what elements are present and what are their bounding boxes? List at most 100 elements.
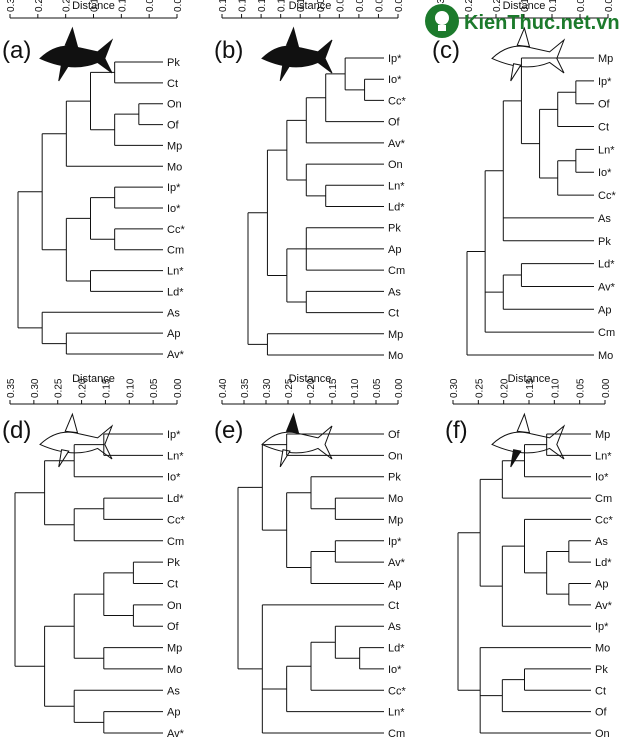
leaf-label: Ip* xyxy=(388,53,402,65)
panel-c: Distance0.300.250.200.150.100.050.00(c)M… xyxy=(432,0,616,362)
leaf-label: Pk xyxy=(167,557,180,569)
tick-label: 0.15 xyxy=(101,378,112,398)
leaf-label: Io* xyxy=(598,167,612,179)
leaf-label: Ld* xyxy=(167,493,184,505)
leaf-label: Ln* xyxy=(167,450,184,462)
tick-label: 0.20 xyxy=(492,0,503,12)
leaf-label: Ct xyxy=(388,308,399,320)
tick-label: 0.20 xyxy=(306,378,317,398)
tick-label: 0.10 xyxy=(296,0,307,12)
lightbulb-logo-icon xyxy=(425,4,459,38)
leaf-label: Mp xyxy=(167,643,182,655)
tick-label: 0.00 xyxy=(173,0,184,12)
leaf-label: Mp xyxy=(598,53,613,65)
tick-label: 0.18 xyxy=(218,0,229,12)
shark-silhouette-pectoral-fin-black xyxy=(491,412,566,468)
leaf-label: Cm xyxy=(598,327,615,339)
tick-label: 0.06 xyxy=(335,0,346,12)
leaf-label: Ln* xyxy=(167,266,184,278)
leaf-label: Cc* xyxy=(595,514,613,526)
leaf-label: Ap xyxy=(595,579,608,591)
leaf-label: Mp xyxy=(388,514,403,526)
leaf-label: As xyxy=(388,286,401,298)
leaf-label: On xyxy=(167,600,182,612)
leaf-label: Pk xyxy=(595,664,608,676)
tick-label: 0.16 xyxy=(238,0,249,12)
watermark-logo: KienThuc.net.vn xyxy=(425,4,620,38)
leaf-label: Mp xyxy=(388,329,403,341)
leaf-label: As xyxy=(595,536,608,548)
leaf-label: As xyxy=(167,685,180,697)
leaf-label: Cm xyxy=(167,245,184,257)
leaf-label: Mp xyxy=(595,429,610,441)
leaf-label: Ld* xyxy=(598,259,615,271)
leaf-label: Ap xyxy=(388,244,401,256)
panel-label: (b) xyxy=(214,37,243,64)
leaf-label: Ct xyxy=(167,78,178,90)
leaf-label: Ip* xyxy=(598,76,612,88)
leaf-label: Ct xyxy=(388,600,399,612)
leaf-label: On xyxy=(388,450,403,462)
leaf-label: Av* xyxy=(167,728,185,738)
tick-label: 0.05 xyxy=(372,378,383,398)
leaf-label: Mp xyxy=(167,140,182,152)
shark-silhouette-dorsal-fin-black xyxy=(261,412,333,468)
leaf-label: Of xyxy=(167,621,180,633)
leaf-label: Ln* xyxy=(595,450,612,462)
axis-title: Distance xyxy=(72,373,115,385)
tick-label: 0.05 xyxy=(576,378,587,398)
tick-label: 0.15 xyxy=(90,0,101,12)
leaf-label: Av* xyxy=(167,349,185,361)
leaf-label: Ap xyxy=(167,328,180,340)
leaf-label: Cc* xyxy=(388,685,406,697)
panel-label: (f) xyxy=(445,417,468,444)
tick-label: 0.25 xyxy=(34,0,45,12)
tick-label: 0.14 xyxy=(257,0,268,12)
tick-label: 0.15 xyxy=(525,378,536,398)
leaf-label: Ln* xyxy=(598,144,615,156)
leaf-label: Ip* xyxy=(167,429,181,441)
leaf-label: Pk xyxy=(167,57,180,69)
panel-label: (e) xyxy=(214,417,243,444)
leaf-label: As xyxy=(388,621,401,633)
tick-label: 0.30 xyxy=(6,0,17,12)
panel-label: (c) xyxy=(432,37,460,64)
leaf-label: Ap xyxy=(167,707,180,719)
leaf-label: Ip* xyxy=(595,621,609,633)
leaf-label: Mo xyxy=(167,664,182,676)
tick-label: 0.35 xyxy=(240,378,251,398)
tick-label: 0.20 xyxy=(78,378,89,398)
tick-label: 0.15 xyxy=(328,378,339,398)
axis-title: Distance xyxy=(508,373,551,385)
tick-label: 0.10 xyxy=(125,378,136,398)
leaf-label: Of xyxy=(598,99,611,111)
leaf-label: As xyxy=(167,307,180,319)
tick-label: 0.02 xyxy=(374,0,385,12)
leaf-label: Ap xyxy=(388,579,401,591)
tick-label: 0.25 xyxy=(284,378,295,398)
tick-label: 0.10 xyxy=(350,378,361,398)
leaf-label: Av* xyxy=(595,600,613,612)
axis-title: Distance xyxy=(289,373,332,385)
leaf-label: On xyxy=(167,99,182,111)
leaf-label: Mo xyxy=(388,493,403,505)
leaf-label: Cc* xyxy=(598,190,616,202)
tick-label: 0.00 xyxy=(173,378,184,398)
leaf-label: As xyxy=(598,213,611,225)
panel-label: (d) xyxy=(2,417,31,444)
shark-silhouette-head-black xyxy=(261,26,333,82)
tick-label: 0.20 xyxy=(500,378,511,398)
tick-label: 0.00 xyxy=(604,0,615,12)
leaf-label: Cm xyxy=(388,265,405,277)
leaf-label: Mo xyxy=(388,350,403,362)
leaf-label: Cc* xyxy=(388,95,406,107)
leaf-label: Of xyxy=(595,707,608,719)
leaf-label: Ct xyxy=(598,122,609,134)
shark-silhouette-full-black xyxy=(39,26,114,82)
